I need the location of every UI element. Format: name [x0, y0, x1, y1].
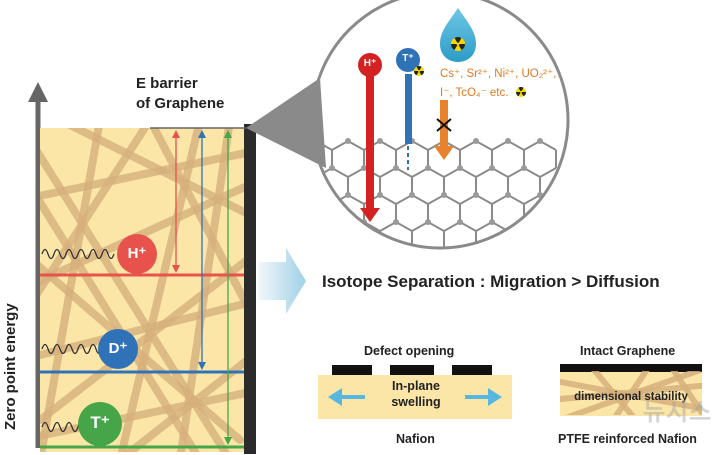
graphene-barrier-bar — [244, 124, 256, 454]
headline: Isotope Separation : Migration > Diffusi… — [322, 272, 660, 291]
y-axis-arrowhead — [28, 82, 48, 102]
defect-block-3 — [452, 365, 492, 375]
radiation-icon — [414, 66, 424, 76]
blocked-ions-line2: I⁻, TcO₄⁻ etc. — [440, 87, 509, 99]
defect-opening-title: Defect opening — [364, 344, 455, 358]
ptfe-nafion-caption: PTFE reinforced Nafion — [558, 432, 697, 446]
dimensional-stability-label: dimensional stability — [574, 391, 688, 403]
watermark-logo: 뉴시스 — [643, 399, 713, 426]
d-ion-ball — [98, 329, 138, 369]
h-ion-ball — [117, 234, 157, 274]
inset-h-label: H⁺ — [363, 58, 377, 69]
droplet-radiation-icon — [450, 37, 465, 51]
t-migration-arrow — [405, 74, 412, 144]
in-plane-swelling-label: In-plane swelling — [391, 379, 441, 409]
barrier-label: E barrier of Graphene — [136, 75, 225, 112]
blocked-ions-line1: Cs⁺, Sr²⁺, Ni²⁺, UO₂²⁺, — [440, 68, 557, 80]
etc-radiation-icon — [516, 87, 526, 97]
inset-h-ion — [358, 53, 382, 77]
t-ion-ball — [78, 402, 122, 446]
defect-block-2 — [390, 365, 434, 375]
ptfe-panel-fibers — [560, 371, 702, 415]
intact-graphene-title: Intact Graphene — [580, 344, 676, 358]
inset-t-label: T⁺ — [402, 53, 414, 64]
t-ion-label: T⁺ — [90, 413, 110, 432]
inset-t-ion — [396, 48, 420, 72]
transition-arrow — [258, 248, 306, 314]
defect-block-1 — [332, 365, 372, 375]
blocked-cross-icon — [436, 118, 452, 132]
d-ion-label: D⁺ — [108, 340, 128, 357]
h-ion-label: H⁺ — [127, 245, 147, 262]
h-migration-arrow — [366, 76, 374, 210]
nafion-caption: Nafion — [396, 432, 435, 446]
callout-wedge — [246, 78, 326, 168]
radioactive-droplet-icon — [440, 8, 476, 62]
intact-graphene-layer — [560, 364, 702, 372]
